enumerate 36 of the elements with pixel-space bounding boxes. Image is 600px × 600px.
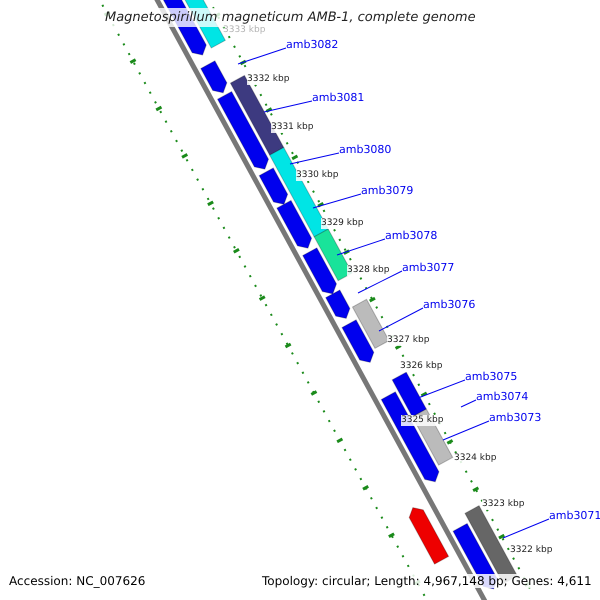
gene-label: amb3074 [476, 390, 528, 403]
footer-text: Topology: circular; Length: 4,967,148 bp; Genes: 4,611 [262, 574, 592, 588]
gene-label: amb3078 [385, 229, 438, 242]
leader-line [460, 400, 476, 408]
scale-label: 3326 kbp [400, 361, 442, 372]
scale-label: 3329 kbp [321, 218, 364, 229]
footer-text: Accession: NC_007626 [9, 574, 146, 588]
scale-label: 3333 kbp [223, 25, 266, 36]
leader-line [238, 48, 286, 64]
scale-label: 3327 kbp [387, 335, 430, 346]
gene-label: amb3082 [286, 38, 338, 51]
gene-label: amb3071 [549, 509, 600, 522]
gene-label: amb3076 [423, 298, 476, 311]
gene-label: amb3073 [489, 411, 542, 424]
scale-label: 3331 kbp [271, 122, 314, 133]
leader-line [502, 518, 550, 538]
scale-label: 3332 kbp [247, 74, 290, 85]
gene-label: amb3075 [465, 370, 518, 383]
leader-line [312, 194, 362, 208]
leader-line [442, 420, 490, 440]
scale-label: 3325 kbp [401, 415, 444, 426]
gene-label: amb3077 [402, 261, 454, 274]
gene-label: amb3081 [312, 91, 364, 104]
leader-line [264, 100, 312, 112]
gene-label: amb3079 [361, 184, 414, 197]
gene-label: amb3080 [339, 143, 392, 156]
leader-line [290, 152, 340, 164]
leader-line [358, 270, 402, 294]
scale-label: 3330 kbp [296, 170, 338, 181]
scale-label: 3328 kbp [347, 265, 390, 276]
leader-line [336, 238, 386, 256]
scale-label: 3324 kbp [454, 453, 496, 464]
scale-label: 3322 kbp [510, 545, 552, 556]
scale-label: 3323 kbp [482, 499, 524, 510]
leader-line [378, 308, 424, 332]
leader-line [418, 380, 466, 398]
